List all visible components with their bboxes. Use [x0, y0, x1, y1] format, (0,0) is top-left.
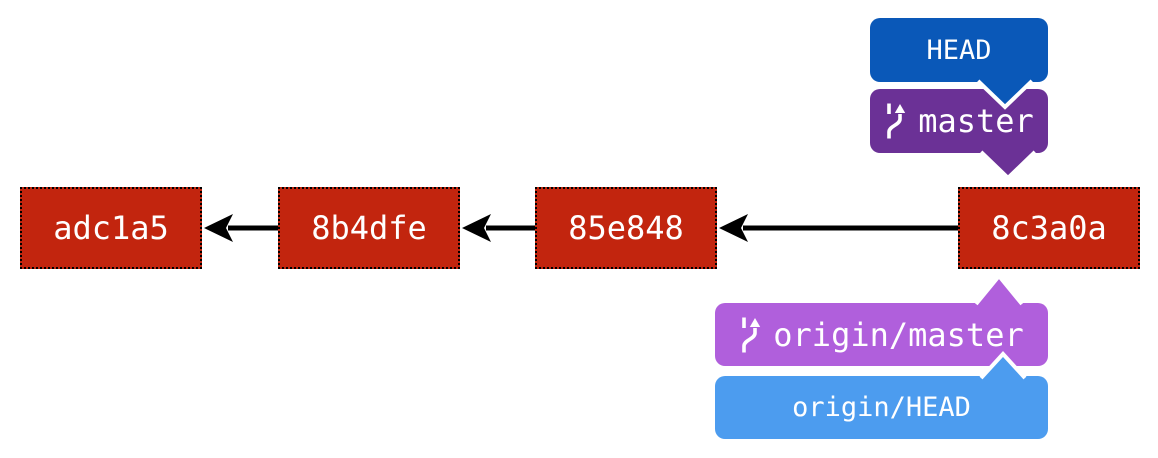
commit-id: 8c3a0a — [991, 209, 1107, 247]
commit-node: 8c3a0a — [958, 187, 1140, 269]
commit-id: 8b4dfe — [311, 209, 427, 247]
master-branch-label: master — [870, 89, 1048, 153]
head-label: HEAD — [870, 18, 1048, 82]
commit-id: adc1a5 — [53, 209, 169, 247]
origin-head-label-text: origin/HEAD — [792, 392, 971, 423]
branch-icon — [742, 317, 761, 352]
parent-arrow — [204, 214, 278, 242]
origin-head-label: origin/HEAD — [715, 376, 1048, 439]
master-label-text: master — [918, 102, 1034, 140]
parent-arrow — [462, 214, 535, 242]
head-label-text: HEAD — [926, 34, 992, 66]
commit-id: 85e848 — [568, 209, 684, 247]
parent-arrow-head — [462, 214, 491, 242]
commit-node: adc1a5 — [20, 187, 202, 269]
commit-node: 85e848 — [535, 187, 717, 269]
origin-master-label-pointer — [974, 272, 1024, 306]
origin-master-branch-label: origin/master — [715, 303, 1048, 366]
commit-node: 8b4dfe — [278, 187, 460, 269]
parent-arrow-head — [204, 214, 233, 242]
branch-icon — [887, 103, 906, 139]
origin-master-label-text: origin/master — [773, 315, 1024, 354]
master-label-pointer — [979, 150, 1037, 181]
parent-arrow — [719, 214, 958, 242]
parent-arrow-head — [719, 214, 748, 242]
